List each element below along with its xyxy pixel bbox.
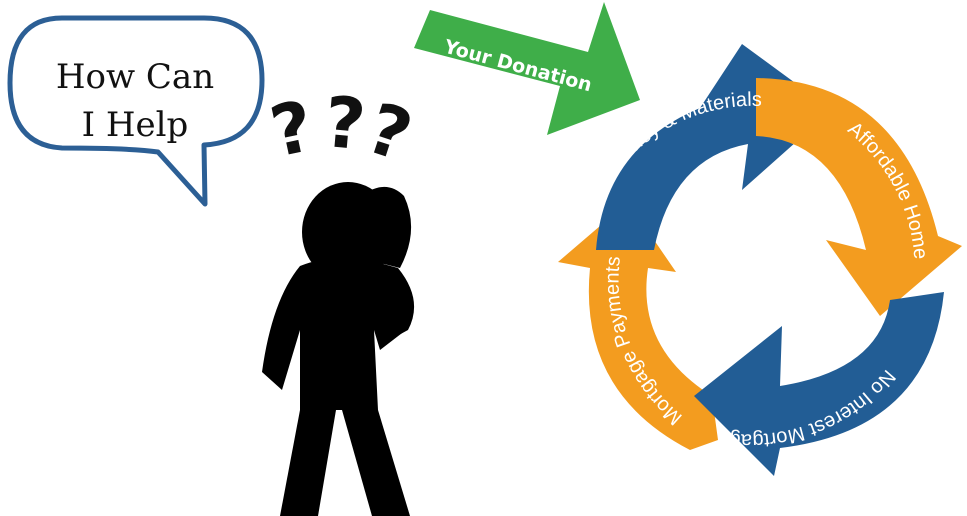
cycle-arrow-mortgage-payments [558, 202, 718, 450]
cycle-arrow-no-interest-mortgage [694, 292, 944, 476]
question-mark-1: ? [264, 85, 321, 174]
cycle-diagram: Money & Materials Affordable Home No Int… [558, 44, 962, 476]
thinking-person-icon [262, 182, 415, 516]
speech-bubble-shape [7, 15, 265, 207]
donation-arrow-shape [414, 2, 640, 135]
question-marks: ? ? ? [264, 81, 422, 178]
question-mark-2: ? [321, 81, 369, 166]
bubble-line-2: I Help [82, 105, 189, 145]
bubble-line-1: How Can [56, 57, 214, 97]
donation-arrow: Your Donation [414, 2, 640, 135]
cycle-arrow-affordable-home [756, 78, 962, 316]
speech-bubble: How Can I Help [7, 15, 265, 207]
